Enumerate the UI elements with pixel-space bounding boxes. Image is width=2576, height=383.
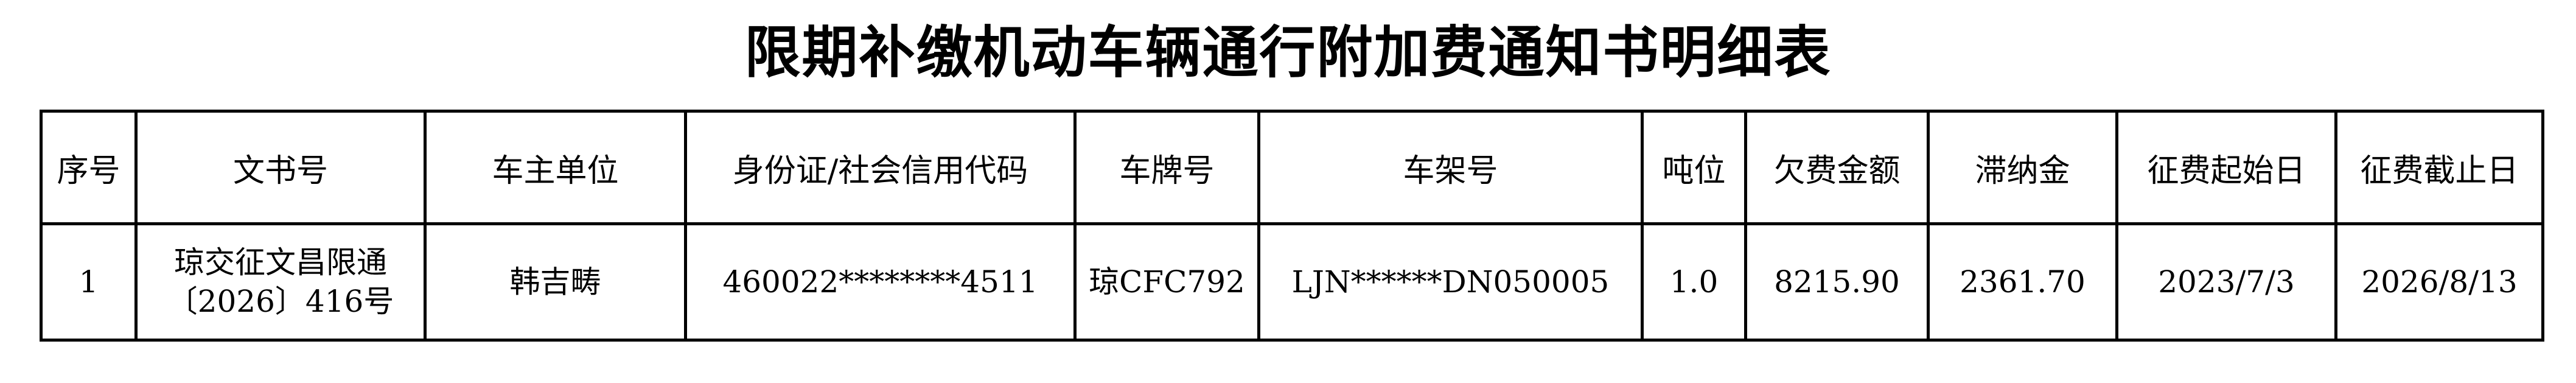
cell-late-fee: 2361.70 [1927, 222, 2118, 342]
header-id-code: 身份证/社会信用代码 [684, 110, 1077, 225]
cell-doc-no: 琼交征文昌限通 〔2026〕416号 [134, 222, 427, 342]
header-seq: 序号 [40, 110, 138, 225]
cell-doc-no-line2: 〔2026〕416号 [167, 284, 394, 319]
cell-vin: LJN******DN050005 [1257, 222, 1644, 342]
cell-plate: 琼CFC792 [1073, 222, 1260, 342]
cell-arrears: 8215.90 [1744, 222, 1930, 342]
header-doc-no: 文书号 [134, 110, 427, 225]
table-header-row: 序号 文书号 车主单位 身份证/社会信用代码 车牌号 车架号 吨位 欠费金额 滞… [40, 110, 2544, 225]
header-late-fee: 滞纳金 [1927, 110, 2118, 225]
header-tonnage: 吨位 [1641, 110, 1747, 225]
header-vin: 车架号 [1257, 110, 1644, 225]
cell-end-date: 2026/8/13 [2334, 222, 2544, 342]
cell-start-date: 2023/7/3 [2115, 222, 2337, 342]
cell-seq: 1 [40, 222, 138, 342]
cell-id-code: 460022********4511 [684, 222, 1077, 342]
header-plate: 车牌号 [1073, 110, 1260, 225]
document-title: 限期补缴机动车辆通行附加费通知书明细表 [744, 20, 1832, 85]
header-start-date: 征费起始日 [2115, 110, 2337, 225]
cell-tonnage: 1.0 [1641, 222, 1747, 342]
cell-owner: 韩吉畴 [424, 222, 687, 342]
table-row: 1 琼交征文昌限通 〔2026〕416号 韩吉畴 460022********4… [40, 222, 2544, 342]
header-arrears: 欠费金额 [1744, 110, 1930, 225]
detail-table: 序号 文书号 车主单位 身份证/社会信用代码 车牌号 车架号 吨位 欠费金额 滞… [40, 110, 2544, 342]
header-end-date: 征费截止日 [2334, 110, 2544, 225]
cell-doc-no-line1: 琼交征文昌限通 [174, 245, 387, 280]
header-owner: 车主单位 [424, 110, 687, 225]
